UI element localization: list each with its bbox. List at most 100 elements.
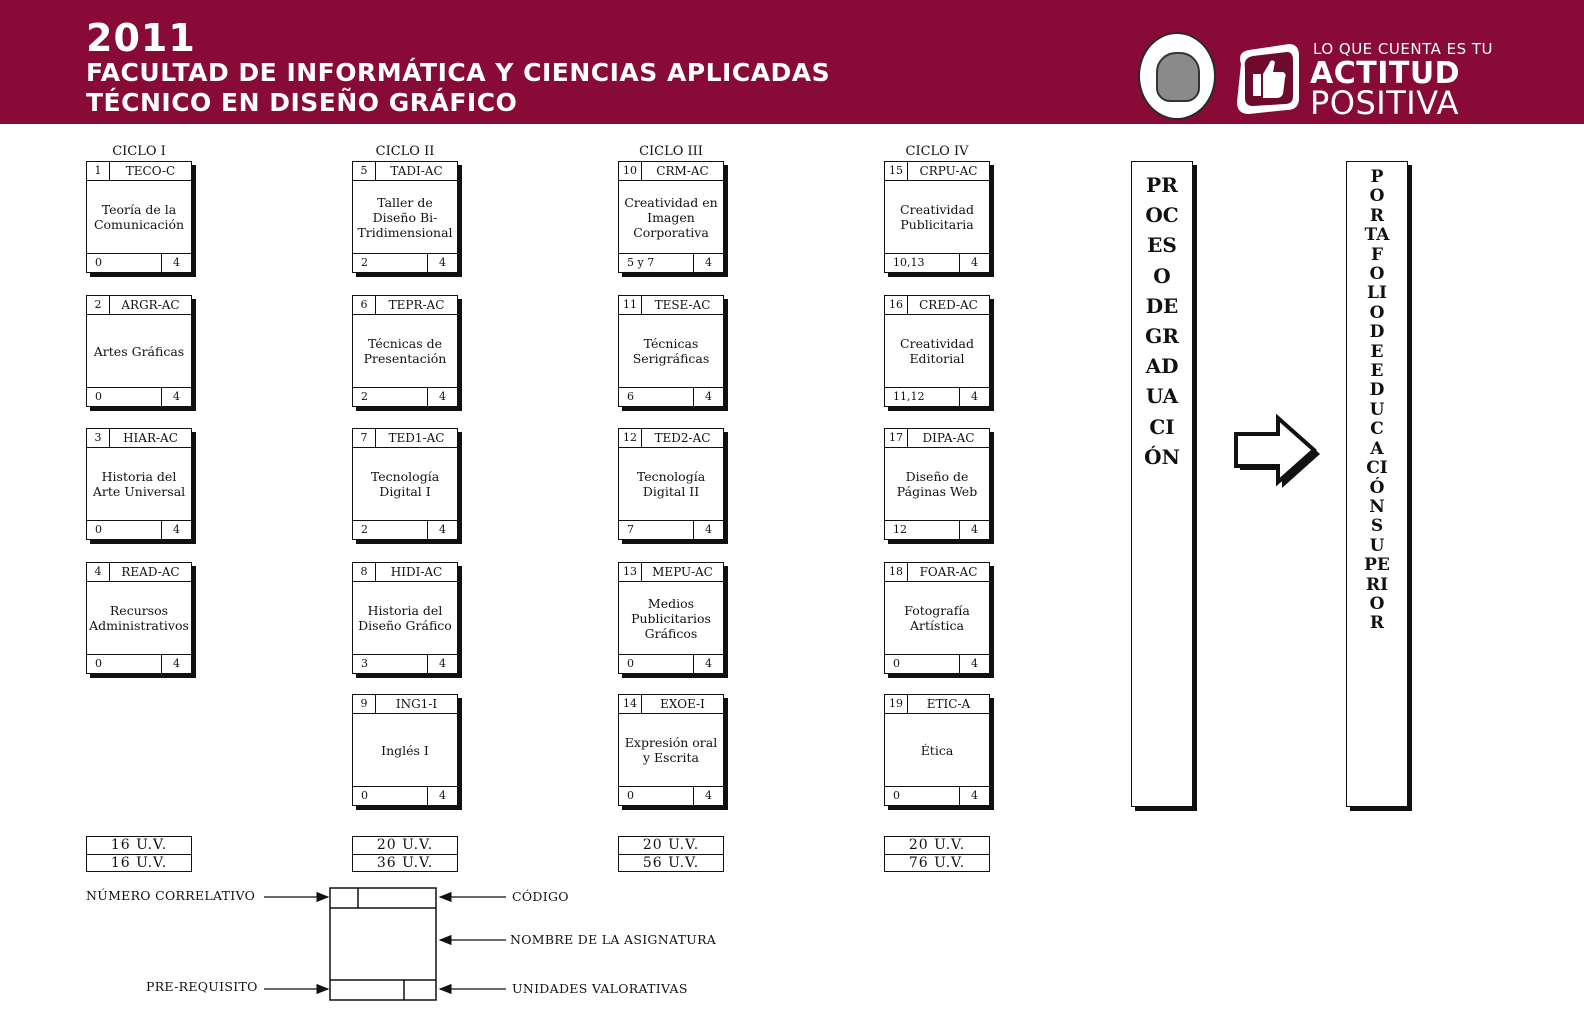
course-card: 12 TED2-AC Tecnología Digital II 7 4 xyxy=(618,428,724,540)
course-name: Medios Publicitarios Gráficos xyxy=(631,595,711,641)
course-number: 19 xyxy=(885,695,908,713)
course-number: 8 xyxy=(353,563,376,581)
course-prerequisite: 2 xyxy=(361,256,368,269)
cycle-title: CICLO IV xyxy=(905,144,969,159)
course-prerequisite: 3 xyxy=(361,657,368,670)
slogan-top: LO QUE CUENTA ES TU xyxy=(1313,40,1494,58)
course-number: 18 xyxy=(885,563,908,581)
arrow-right-icon xyxy=(1234,414,1320,488)
course-number: 3 xyxy=(87,429,110,447)
course-prerequisite: 0 xyxy=(95,390,102,403)
course-prerequisite: 7 xyxy=(627,523,634,536)
slogan-positiva: POSITIVA xyxy=(1310,84,1459,122)
course-prerequisite: 0 xyxy=(95,523,102,536)
course-name: Tecnología Digital I xyxy=(370,469,440,499)
course-number: 17 xyxy=(885,429,908,447)
uv-accumulated: 36 U.V. xyxy=(376,855,434,871)
course-uv: 4 xyxy=(439,657,446,670)
course-prerequisite: 12 xyxy=(893,523,907,536)
course-name: Técnicas de Presentación xyxy=(363,336,447,366)
course-uv: 4 xyxy=(971,789,978,802)
course-name: Taller de Diseño Bi-Tridimensional xyxy=(357,194,453,240)
cycle-title: CICLO I xyxy=(112,144,166,159)
course-code: CRPU-AC xyxy=(919,164,978,178)
course-code: TESE-AC xyxy=(654,298,711,312)
graduation-label: PROCESO DE GRADUACIÓN xyxy=(1144,173,1186,469)
uv-cycle: 16 U.V. xyxy=(87,837,191,855)
course-code: CRED-AC xyxy=(919,298,978,312)
course-name: Teoría de la Comunicación xyxy=(93,202,185,232)
course-code: ING1-I xyxy=(395,697,438,711)
course-prerequisite: 2 xyxy=(361,523,368,536)
uv-summary: 20 U.V. 56 U.V. xyxy=(618,836,724,872)
course-number: 4 xyxy=(87,563,110,581)
course-prerequisite: 0 xyxy=(893,789,900,802)
course-uv: 4 xyxy=(971,523,978,536)
course-number: 9 xyxy=(353,695,376,713)
header-year: 2011 xyxy=(86,16,196,60)
course-code: TED1-AC xyxy=(388,431,445,445)
cycle-title: CICLO III xyxy=(639,144,703,159)
course-code: READ-AC xyxy=(121,565,180,579)
uv-accumulated: 56 U.V. xyxy=(642,855,700,871)
graduation-box: PROCESO DE GRADUACIÓN xyxy=(1131,161,1193,807)
course-uv: 4 xyxy=(705,789,712,802)
course-code: CRM-AC xyxy=(656,164,709,178)
course-number: 5 xyxy=(353,162,376,180)
course-code: HIAR-AC xyxy=(123,431,178,445)
course-prerequisite: 0 xyxy=(95,256,102,269)
course-code: TED2-AC xyxy=(654,431,711,445)
course-name: Diseño de Páginas Web xyxy=(896,469,978,499)
course-uv: 4 xyxy=(971,256,978,269)
legend-name-label: NOMBRE DE LA ASIGNATURA xyxy=(510,932,717,947)
course-number: 13 xyxy=(619,563,642,581)
course-code: TECO-C xyxy=(125,164,176,178)
legend-uv-label: UNIDADES VALORATIVAS xyxy=(512,981,688,996)
course-number: 14 xyxy=(619,695,642,713)
uv-accumulated: 76 U.V. xyxy=(908,855,966,871)
course-uv: 4 xyxy=(971,657,978,670)
course-prerequisite: 0 xyxy=(893,657,900,670)
course-uv: 4 xyxy=(705,256,712,269)
course-name: Inglés I xyxy=(381,742,429,758)
course-name: Recursos Administrativos xyxy=(89,603,189,633)
course-name: Expresión oral y Escrita xyxy=(624,735,718,765)
course-uv: 4 xyxy=(173,390,180,403)
course-number: 12 xyxy=(619,429,642,447)
uv-summary: 20 U.V. 36 U.V. xyxy=(352,836,458,872)
course-prerequisite: 0 xyxy=(95,657,102,670)
course-name: Tecnología Digital II xyxy=(636,469,706,499)
course-prerequisite: 10,13 xyxy=(893,256,925,269)
course-uv: 4 xyxy=(173,256,180,269)
course-code: ETIC-A xyxy=(926,697,971,711)
uv-cycle: 20 U.V. xyxy=(353,837,457,855)
portfolio-label: PORTAFOLIO DE EDUCACIÓN SUPERIOR xyxy=(1364,167,1391,634)
course-name: Creatividad Publicitaria xyxy=(900,202,974,232)
course-number: 7 xyxy=(353,429,376,447)
uv-summary: 16 U.V. 16 U.V. xyxy=(86,836,192,872)
course-number: 2 xyxy=(87,296,110,314)
course-uv: 4 xyxy=(971,390,978,403)
course-code: EXOE-I xyxy=(660,697,705,711)
legend-code-label: CÓDIGO xyxy=(512,889,569,904)
course-uv: 4 xyxy=(705,523,712,536)
course-name: Fotografía Artística xyxy=(904,603,970,633)
course-uv: 4 xyxy=(439,256,446,269)
header-banner: 2011 FACULTAD DE INFORMÁTICA Y CIENCIAS … xyxy=(0,0,1584,124)
legend-diagram xyxy=(264,887,506,1001)
course-prerequisite: 0 xyxy=(361,789,368,802)
course-number: 10 xyxy=(619,162,642,180)
course-name: Creatividad Editorial xyxy=(900,336,974,366)
